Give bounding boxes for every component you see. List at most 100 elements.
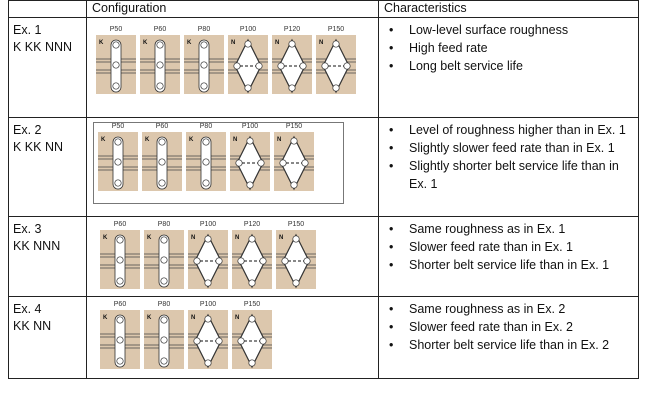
belt-diagram: K bbox=[100, 310, 140, 369]
grit-label: P150 bbox=[285, 123, 303, 130]
belt-diagram: K bbox=[142, 132, 182, 191]
header-characteristics: Characteristics bbox=[378, 0, 639, 18]
n-belt-diagram-icon: N bbox=[230, 135, 270, 191]
belt-diagram: N bbox=[188, 310, 228, 369]
grit-label: P150 bbox=[243, 301, 261, 308]
svg-text:N: N bbox=[275, 40, 279, 46]
grit-label: P50 bbox=[111, 123, 125, 130]
belt-diagram: N bbox=[188, 230, 228, 289]
example-cell: Ex. 2 K KK NN bbox=[8, 117, 87, 217]
grit-label: P120 bbox=[243, 221, 261, 228]
grit-label: P60 bbox=[153, 26, 167, 33]
svg-text:N: N bbox=[191, 315, 195, 321]
svg-text:K: K bbox=[99, 40, 104, 46]
svg-text:K: K bbox=[147, 315, 152, 321]
belt-diagram: K bbox=[96, 35, 136, 94]
svg-text:N: N bbox=[277, 137, 281, 143]
belt-diagram: K bbox=[184, 35, 224, 94]
grit-label: P80 bbox=[157, 221, 171, 228]
k-belt-diagram-icon: K bbox=[100, 314, 140, 368]
k-belt-diagram-icon: K bbox=[96, 39, 136, 93]
svg-text:K: K bbox=[189, 137, 194, 143]
n-belt-diagram-icon: N bbox=[316, 38, 356, 94]
svg-text:N: N bbox=[279, 235, 283, 241]
characteristics-list: Same roughness as in Ex. 1 Slower feed r… bbox=[379, 217, 638, 274]
list-item: Long belt service life bbox=[389, 57, 632, 75]
header-blank bbox=[8, 0, 87, 18]
characteristics-list: Same roughness as in Ex. 2 Slower feed r… bbox=[379, 297, 638, 354]
belt-diagram: K bbox=[98, 132, 138, 191]
k-belt-diagram-icon: K bbox=[184, 39, 224, 93]
grit-label: P80 bbox=[197, 26, 211, 33]
n-belt-diagram-icon: N bbox=[188, 313, 228, 369]
k-belt-diagram-icon: K bbox=[142, 136, 182, 190]
svg-text:N: N bbox=[235, 315, 239, 321]
svg-text:K: K bbox=[145, 137, 150, 143]
characteristics-list: Low-level surface roughness High feed ra… bbox=[379, 18, 638, 75]
header-row: Configuration Characteristics bbox=[8, 0, 639, 18]
k-belt-diagram-icon: K bbox=[186, 136, 226, 190]
belt-diagram: N bbox=[272, 35, 312, 94]
example-title: Ex. 3 bbox=[13, 222, 42, 236]
belt-diagram: N bbox=[228, 35, 268, 94]
list-item: Level of roughness higher than in Ex. 1 bbox=[389, 121, 632, 139]
belt-diagram: N bbox=[232, 230, 272, 289]
characteristics-cell: Same roughness as in Ex. 1 Slower feed r… bbox=[378, 216, 639, 297]
n-belt-diagram-icon: N bbox=[188, 233, 228, 289]
grit-label: P100 bbox=[199, 221, 217, 228]
belt-diagram: N bbox=[230, 132, 270, 191]
belt-diagram: N bbox=[276, 230, 316, 289]
characteristics-cell: Level of roughness higher than in Ex. 1 … bbox=[378, 117, 639, 217]
characteristics-cell: Same roughness as in Ex. 2 Slower feed r… bbox=[378, 296, 639, 379]
grit-label: P60 bbox=[113, 301, 127, 308]
example-code: K KK NN bbox=[13, 140, 64, 154]
grit-label: P150 bbox=[287, 221, 305, 228]
svg-text:K: K bbox=[101, 137, 106, 143]
k-belt-diagram-icon: K bbox=[100, 234, 140, 288]
grit-label: P60 bbox=[113, 221, 127, 228]
n-belt-diagram-icon: N bbox=[228, 38, 268, 94]
belt-diagram: N bbox=[274, 132, 314, 191]
example-title: Ex. 2 bbox=[13, 123, 42, 137]
figure-frame bbox=[93, 122, 344, 204]
list-item: Shorter belt service life than in Ex. 2 bbox=[389, 336, 632, 354]
configuration-table: Configuration Characteristics Ex. 1 K KK… bbox=[8, 0, 639, 379]
grit-label: P100 bbox=[199, 301, 217, 308]
grit-label: P80 bbox=[199, 123, 213, 130]
k-belt-diagram-icon: K bbox=[144, 234, 184, 288]
k-belt-diagram-icon: K bbox=[140, 39, 180, 93]
example-code: K KK NNN bbox=[13, 40, 73, 54]
grit-label: P100 bbox=[239, 26, 257, 33]
list-item: Shorter belt service life than in Ex. 1 bbox=[389, 256, 632, 274]
svg-text:K: K bbox=[147, 235, 152, 241]
example-title: Ex. 1 bbox=[13, 23, 42, 37]
svg-text:K: K bbox=[143, 40, 148, 46]
header-configuration: Configuration bbox=[86, 0, 379, 18]
belt-diagram: K bbox=[144, 310, 184, 369]
list-item: Slightly slower feed rate than in Ex. 1 bbox=[389, 139, 632, 157]
belt-diagram: N bbox=[232, 310, 272, 369]
example-title: Ex. 4 bbox=[13, 302, 42, 316]
belt-diagram: K bbox=[144, 230, 184, 289]
